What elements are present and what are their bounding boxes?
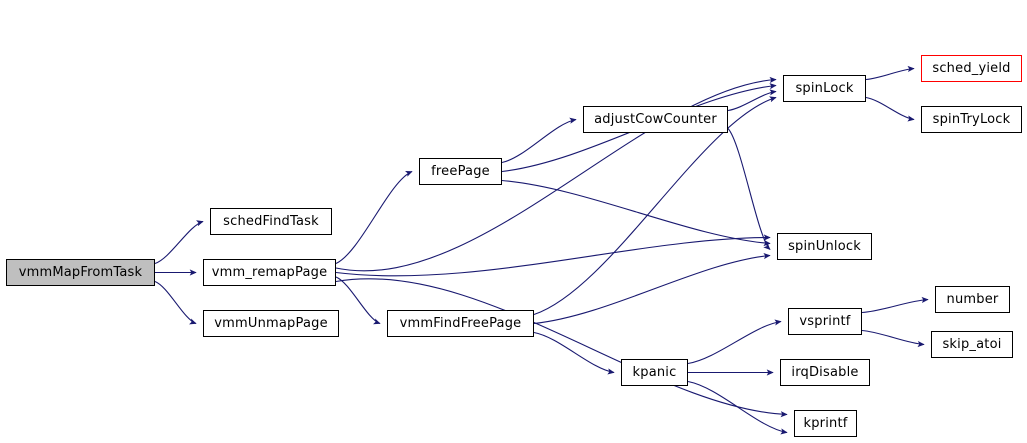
graph-node-label: vsprintf [799, 314, 851, 329]
graph-node-label: number [946, 292, 999, 307]
graph-node-sched_yield[interactable]: sched_yield [921, 55, 1022, 82]
graph-node-number[interactable]: number [935, 286, 1010, 313]
graph-node-label: adjustCowCounter [594, 112, 717, 127]
graph-node-label: spinLock [795, 81, 854, 96]
graph-node-label: vmmUnmapPage [214, 316, 328, 331]
graph-node-label: spinTryLock [932, 112, 1011, 127]
graph-node-vmmUnmapPage[interactable]: vmmUnmapPage [203, 310, 339, 337]
graph-node-label: kprintf [803, 416, 848, 431]
graph-node-vmmFindFreePage[interactable]: vmmFindFreePage [387, 310, 534, 337]
graph-node-label: skip_atoi [942, 337, 1002, 352]
graph-node-label: vmmFindFreePage [399, 316, 522, 331]
graph-node-label: vmmMapFromTask [18, 265, 143, 280]
graph-node-label: vmm_remapPage [211, 265, 328, 280]
graph-node-spinLock[interactable]: spinLock [783, 75, 866, 102]
graph-node-schedFindTask[interactable]: schedFindTask [210, 208, 332, 235]
graph-node-freePage[interactable]: freePage [419, 158, 502, 185]
graph-node-skip_atoi[interactable]: skip_atoi [931, 331, 1013, 358]
graph-node-vsprintf[interactable]: vsprintf [788, 308, 862, 335]
graph-node-vmm_remapPage[interactable]: vmm_remapPage [203, 259, 336, 286]
graph-node-spinTryLock[interactable]: spinTryLock [921, 106, 1022, 133]
graph-node-adjustCowCounter[interactable]: adjustCowCounter [583, 106, 728, 133]
graph-node-label: schedFindTask [223, 214, 319, 229]
graph-node-label: freePage [431, 164, 490, 179]
graph-node-label: spinUnlock [788, 239, 861, 254]
graph-node-irqDisable[interactable]: irqDisable [780, 359, 870, 386]
graph-node-spinUnlock[interactable]: spinUnlock [777, 233, 872, 260]
graph-node-label: irqDisable [791, 365, 859, 380]
graph-node-kprintf[interactable]: kprintf [794, 410, 857, 437]
graph-node-label: sched_yield [932, 61, 1011, 76]
graph-node-kpanic[interactable]: kpanic [621, 359, 688, 386]
graph-node-label: kpanic [632, 365, 677, 380]
graph-node-vmmMapFromTask[interactable]: vmmMapFromTask [6, 259, 155, 286]
